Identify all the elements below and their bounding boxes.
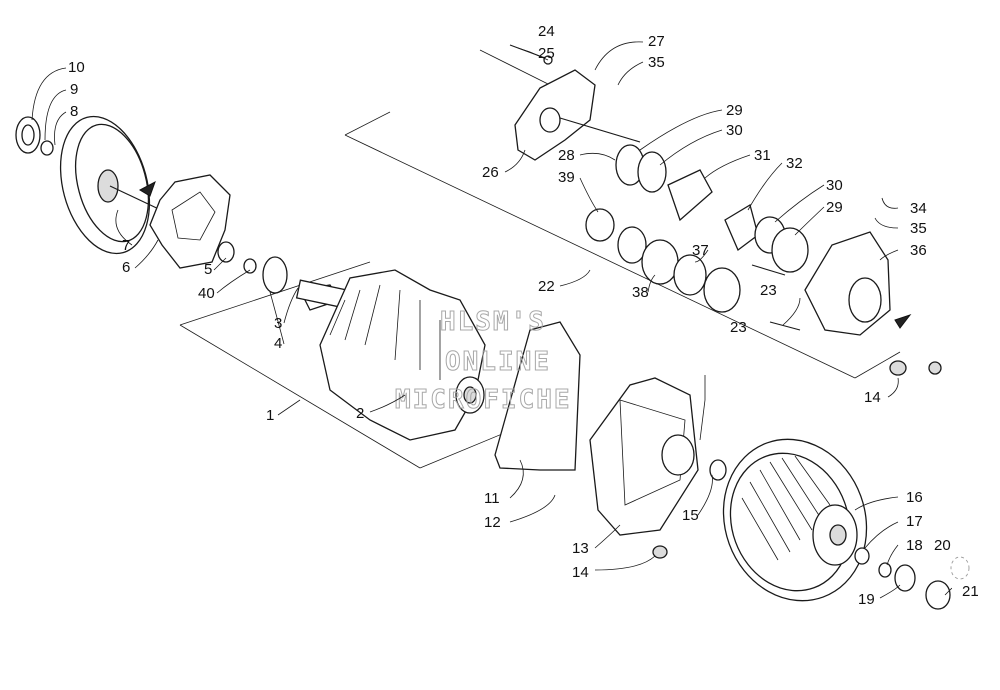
callout-23a: 23 bbox=[730, 319, 747, 336]
callout-24: 24 bbox=[538, 23, 555, 40]
assembly-bracket-lines bbox=[179, 49, 901, 469]
callout-30a: 30 bbox=[726, 122, 743, 139]
leader-lines bbox=[31, 41, 953, 599]
callout-12: 12 bbox=[484, 514, 501, 531]
callout-30b: 30 bbox=[826, 177, 843, 194]
drive-clutch-assembly bbox=[15, 115, 288, 294]
callout-11: 11 bbox=[484, 490, 500, 507]
callout-34: 34 bbox=[910, 200, 927, 217]
callout-8: 8 bbox=[70, 103, 78, 120]
callout-4: 4 bbox=[274, 335, 282, 352]
watermark-line-1: HLSM'S bbox=[440, 307, 546, 337]
callout-26: 26 bbox=[482, 164, 499, 181]
callout-37: 37 bbox=[692, 242, 709, 259]
callout-3: 3 bbox=[274, 315, 282, 332]
callout-35: 35 bbox=[910, 220, 927, 237]
fan-and-shaft-assembly bbox=[295, 269, 727, 559]
watermark-line-3: MICROFICHE bbox=[395, 385, 572, 415]
callout-23b: 23 bbox=[760, 282, 777, 299]
callout-28: 28 bbox=[558, 147, 575, 164]
callout-38: 38 bbox=[632, 284, 649, 301]
callout-27: 27 bbox=[648, 33, 665, 50]
driven-clutch-assembly bbox=[722, 438, 970, 610]
callout-22: 22 bbox=[538, 278, 555, 295]
callout-17: 17 bbox=[906, 513, 923, 530]
callout-25: 25 bbox=[538, 45, 555, 62]
watermark-line-2: ONLINE bbox=[445, 347, 551, 377]
callout-10: 10 bbox=[68, 59, 85, 76]
callout-32: 32 bbox=[786, 155, 803, 172]
callout-14a: 14 bbox=[572, 564, 589, 581]
callout-2: 2 bbox=[356, 405, 364, 422]
callout-33: 35 bbox=[648, 54, 665, 71]
callout-18: 18 bbox=[906, 537, 923, 554]
callout-21: 21 bbox=[962, 583, 979, 600]
callout-5: 5 bbox=[204, 261, 212, 278]
callout-7: 7 bbox=[122, 237, 130, 254]
callout-31: 31 bbox=[754, 147, 771, 164]
callout-19: 19 bbox=[858, 591, 875, 608]
callout-20: 20 bbox=[934, 537, 951, 554]
brake-caliper-assembly bbox=[509, 44, 942, 376]
callout-6: 6 bbox=[122, 259, 130, 276]
watermark: HLSM'S ONLINE MICROFICHE bbox=[395, 307, 572, 416]
callout-9: 9 bbox=[70, 81, 78, 98]
callout-29b: 29 bbox=[826, 199, 843, 216]
callout-14b: 14 bbox=[864, 389, 881, 406]
callout-15: 15 bbox=[682, 507, 699, 524]
callout-36: 36 bbox=[910, 242, 927, 259]
callout-13: 13 bbox=[572, 540, 589, 557]
callout-16: 16 bbox=[906, 489, 923, 506]
callout-1: 1 bbox=[266, 407, 274, 424]
callout-40: 40 bbox=[198, 285, 215, 302]
callout-29a: 29 bbox=[726, 102, 743, 119]
callout-39: 39 bbox=[558, 169, 575, 186]
callout-labels: 10 9 8 7 6 5 40 3 4 1 2 11 12 13 14 15 1… bbox=[68, 23, 979, 608]
